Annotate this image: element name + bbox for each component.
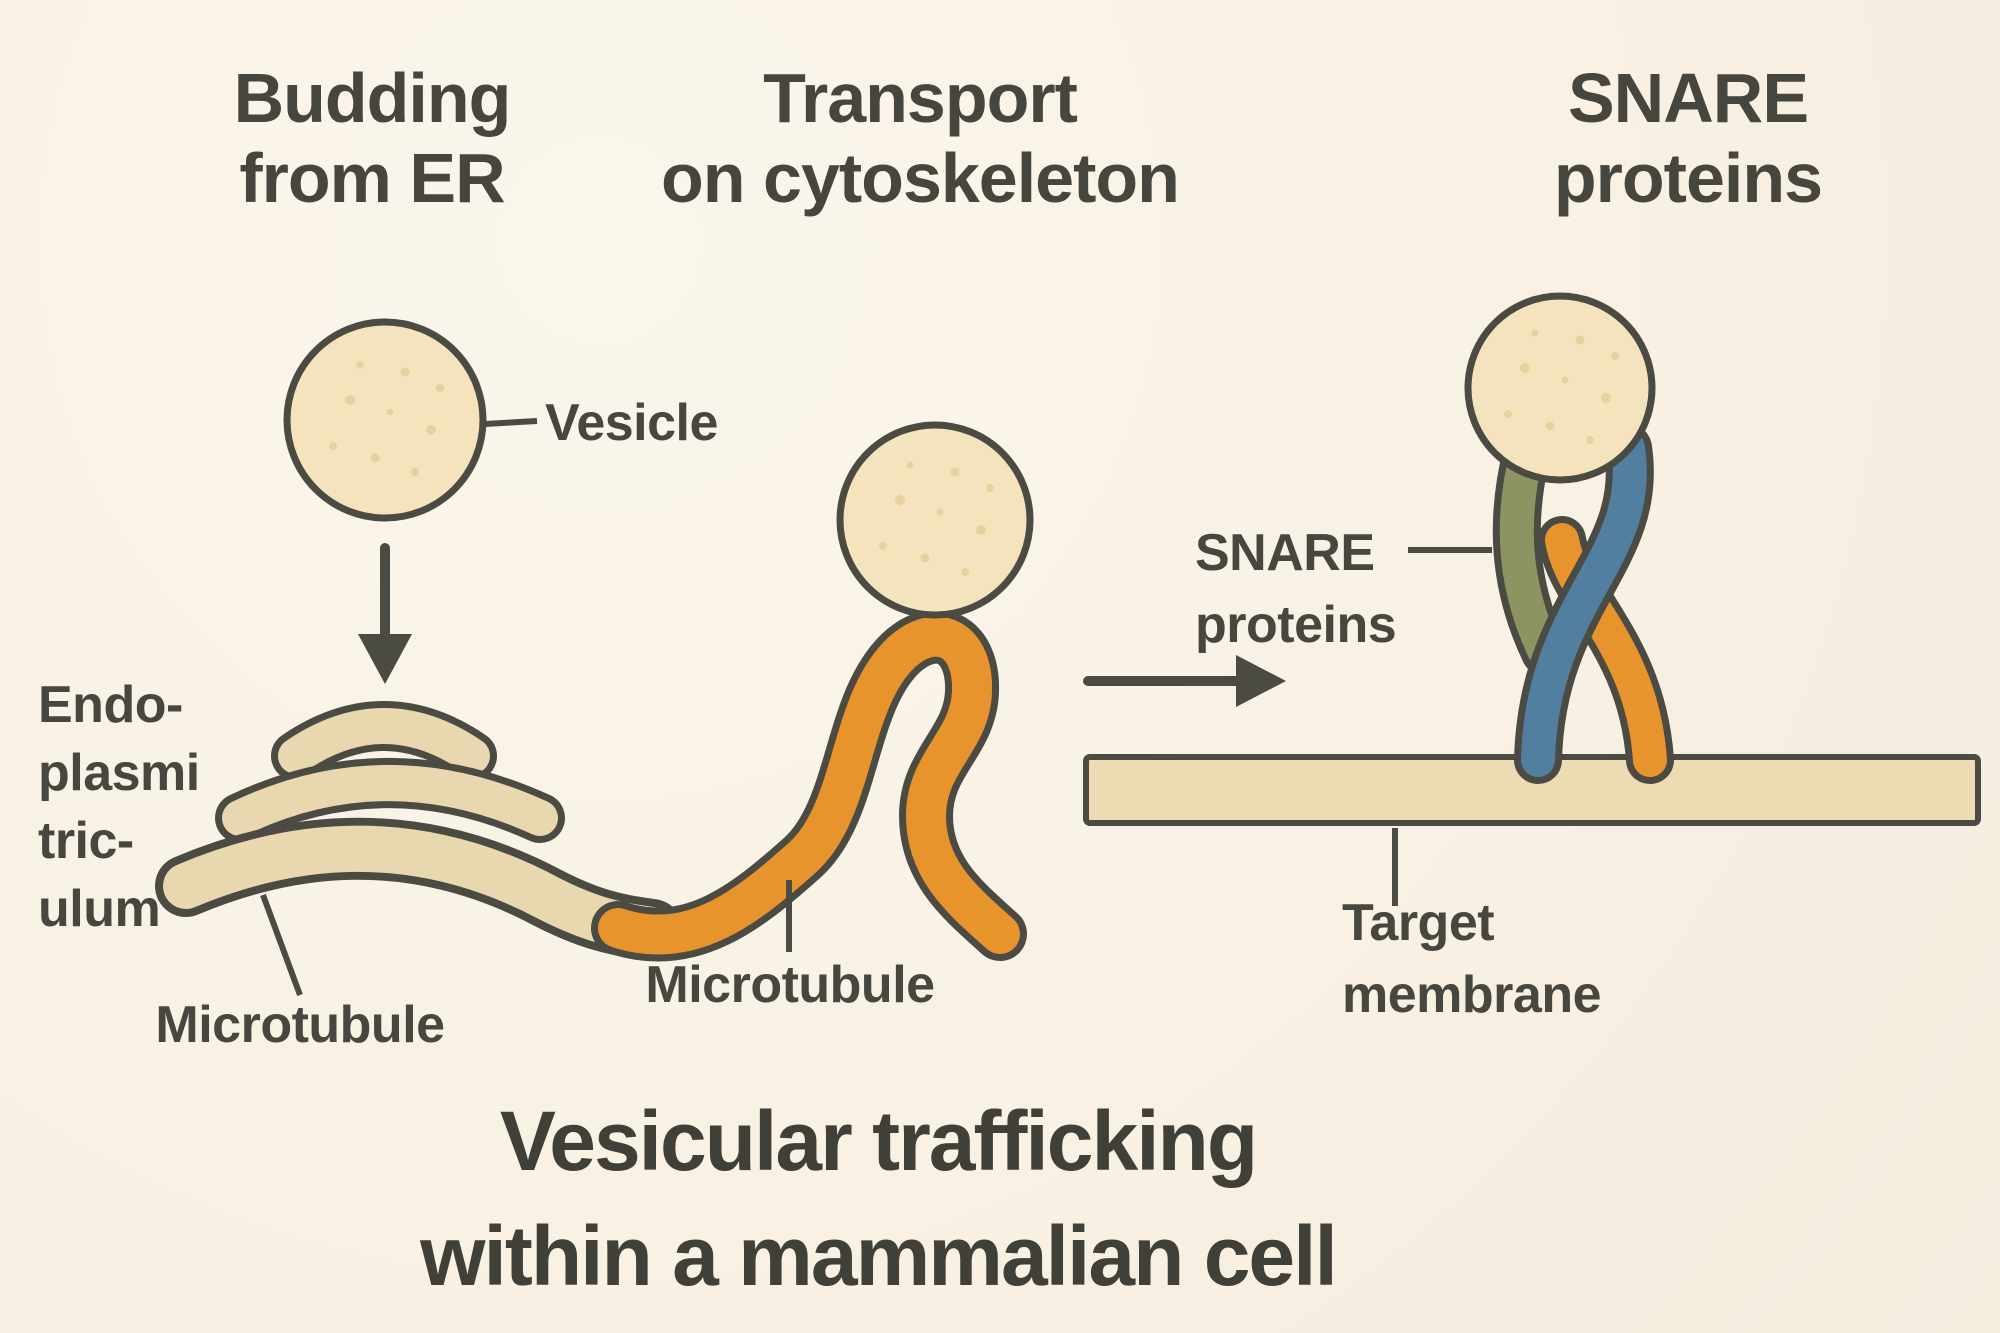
heading-snare-line2: proteins [1554, 139, 1822, 217]
er-label-line1: Endo- [38, 676, 183, 734]
target-membrane-label-line2: membrane [1342, 966, 1601, 1024]
title-line1: Vesicular trafficking [500, 1094, 1256, 1188]
down-arrow-head [358, 634, 412, 684]
down-arrow [358, 543, 412, 684]
vesicle-label: Vesicle [545, 394, 718, 452]
heading-budding-line1: Budding [234, 59, 511, 137]
heading-transport-line2: on cytoskeleton [661, 139, 1179, 217]
er-label-line2: plasmi [38, 744, 200, 802]
vesicle-middle-circle [836, 421, 1034, 619]
snare-proteins-label-line2: proteins [1195, 596, 1396, 654]
vesicle-label-connector [484, 418, 538, 427]
microtubule-track [591, 609, 1027, 962]
er-band-2 [222, 765, 558, 836]
microtubule-left-label: Microtubule [155, 996, 444, 1054]
er-band-1 [278, 708, 490, 774]
vesicle-middle [836, 421, 1034, 619]
heading-transport-line1: Transport [763, 59, 1078, 137]
snare-complex [1492, 424, 1674, 784]
heading-budding-line2: from ER [239, 139, 505, 217]
right-arrow-head [1236, 655, 1286, 707]
microtubule-tube [598, 616, 1020, 955]
snare-orange-strand [1545, 523, 1667, 777]
er-label-line4: ulum [38, 880, 160, 938]
target-membrane-label-line1: Target [1342, 894, 1494, 952]
snare-green-strand [1499, 435, 1562, 669]
vesicle-right-circle [1464, 292, 1656, 484]
snare-proteins-label-line1: SNARE [1195, 524, 1375, 582]
microtubule-middle-label: Microtubule [645, 956, 934, 1014]
title-line2: within a mammalian cell [419, 1209, 1336, 1303]
heading-snare-line1: SNARE [1568, 59, 1808, 137]
er-stack [155, 701, 683, 961]
er-label-line3: tric- [38, 812, 134, 870]
snare-blue-strand [1521, 431, 1647, 777]
microtubule-left-connector [260, 893, 303, 997]
vesicle-right [1464, 292, 1656, 484]
vesicle-left [283, 318, 487, 522]
vesicle-left-circle [283, 318, 487, 522]
right-arrow [1083, 655, 1286, 707]
